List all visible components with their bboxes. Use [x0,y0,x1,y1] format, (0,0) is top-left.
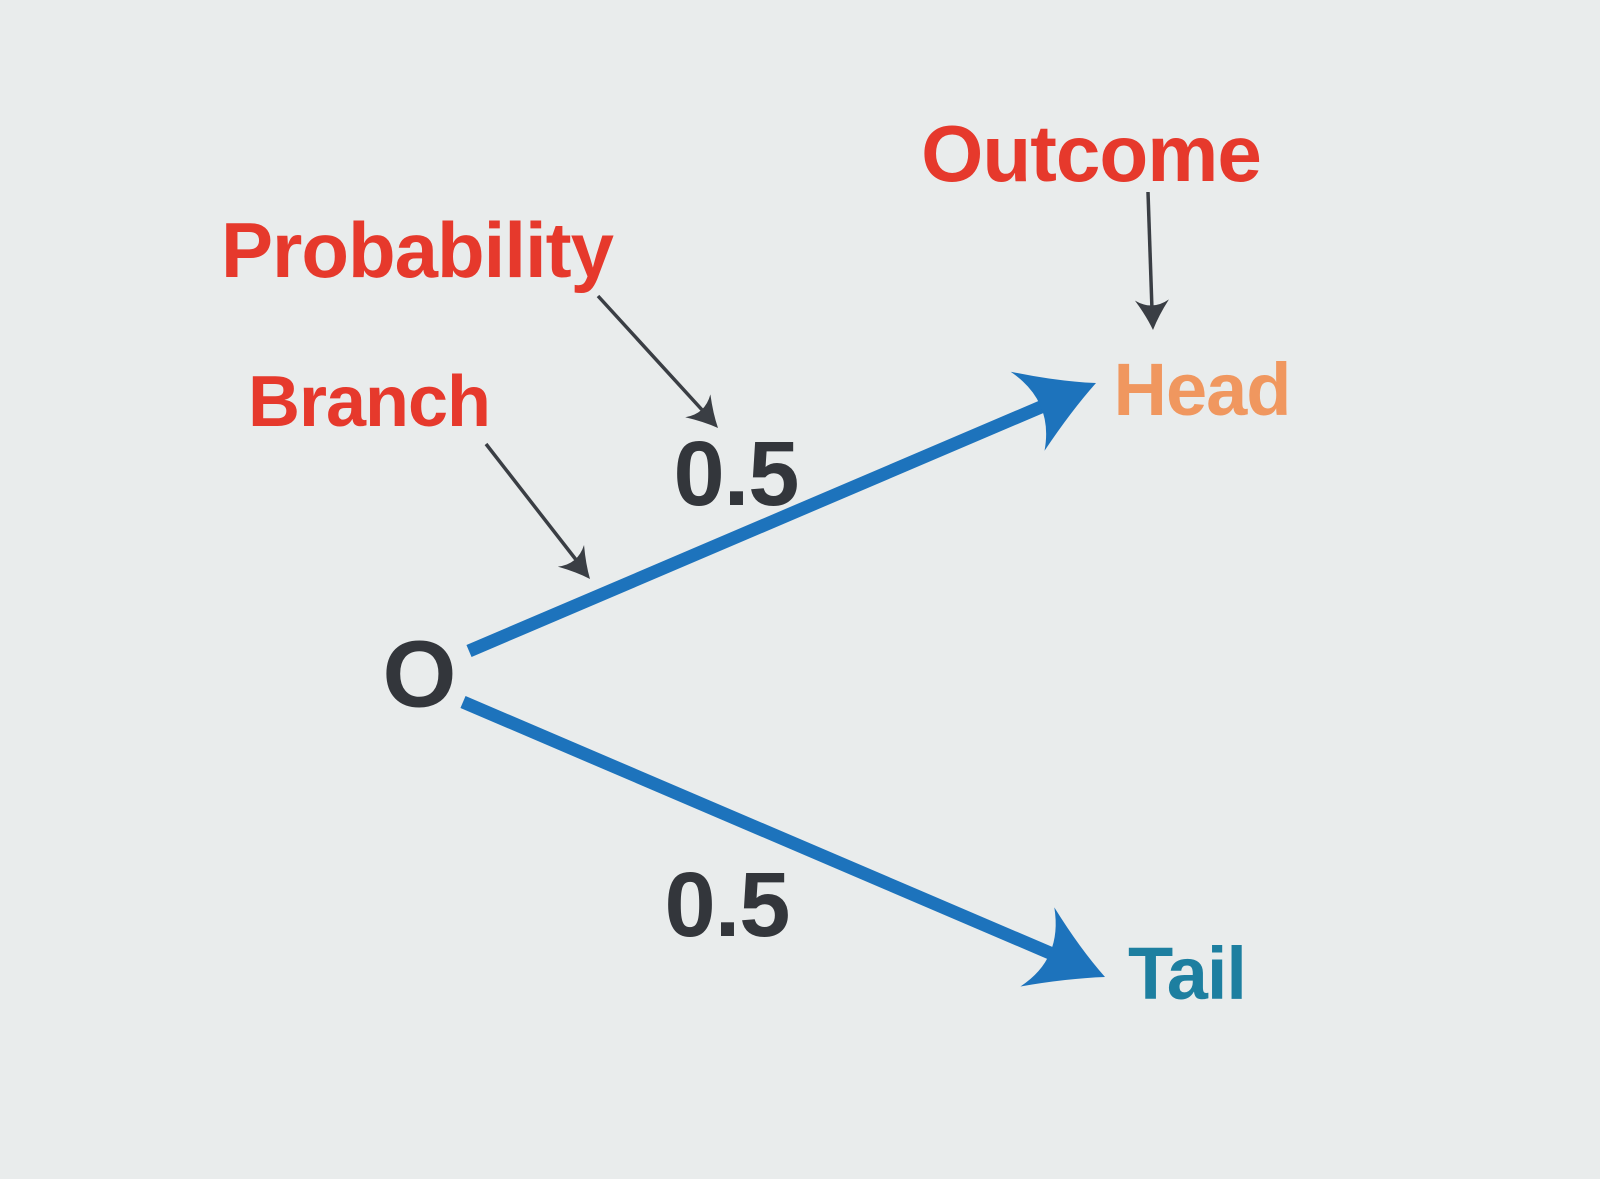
tail-probability-value: 0.5 [664,854,791,956]
branch-line-head [466,398,1051,657]
branch-arrowhead-tail-icon [1020,907,1123,1016]
annotation-arrow-outcome [1146,191,1154,311]
outcome-label: Outcome [921,109,1262,198]
branch-line-tail [460,696,1060,962]
tail-outcome-label: Tail [1128,932,1247,1015]
annotation-arrow-branch [484,442,579,563]
head-probability-value: 0.5 [673,423,800,525]
annotation-arrowhead-branch-icon [557,545,604,590]
annotation-arrow-probability [596,294,706,414]
branch-arrowhead-head-icon [1010,342,1113,451]
branch-label: Branch [247,362,491,442]
probability-label: Probability [220,206,614,294]
head-outcome-label: Head [1113,348,1292,431]
origin-node: O [382,621,457,728]
